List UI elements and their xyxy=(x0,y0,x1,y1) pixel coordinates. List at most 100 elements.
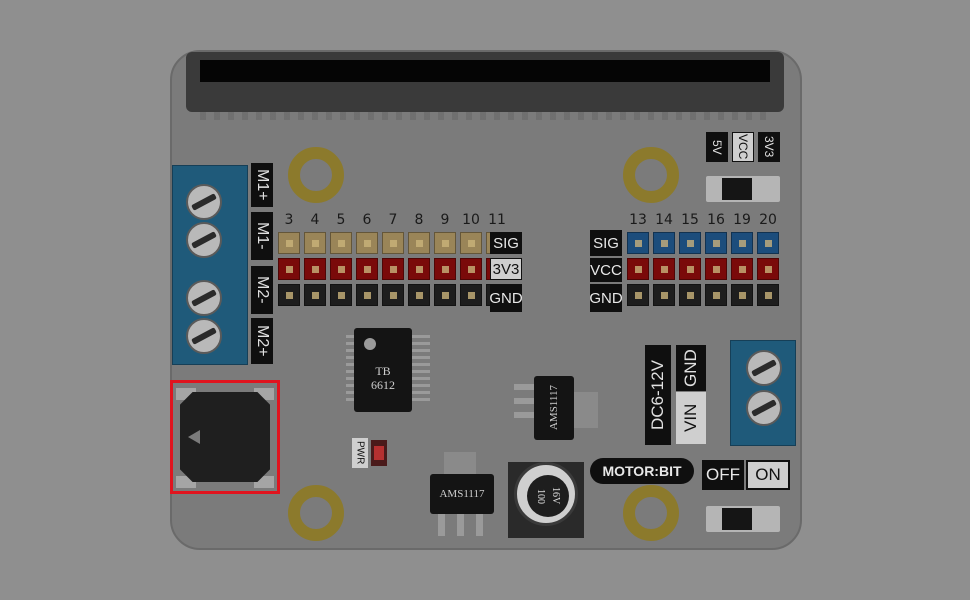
header-pin[interactable] xyxy=(460,258,482,280)
header-pin[interactable] xyxy=(731,284,753,306)
label-gnd-power: GND xyxy=(676,345,706,391)
header-pin[interactable] xyxy=(434,232,456,254)
regulator-right: AMS1117 xyxy=(534,376,574,440)
header-pin[interactable] xyxy=(731,232,753,254)
header-pin[interactable] xyxy=(330,258,352,280)
header-pin[interactable] xyxy=(627,284,649,306)
pin-number: 4 xyxy=(310,212,320,228)
header-pin[interactable] xyxy=(731,258,753,280)
pin-number: 19 xyxy=(733,212,751,228)
pwr-label: PWR xyxy=(352,438,368,468)
header-pin[interactable] xyxy=(278,284,300,306)
regulator-right-tab xyxy=(572,392,598,428)
pin-number: 5 xyxy=(336,212,346,228)
driver-chip-line2: 6612 xyxy=(371,378,395,392)
left-header-gnd-row xyxy=(278,284,508,306)
header-pin[interactable] xyxy=(382,232,404,254)
buzzer-highlight-box xyxy=(170,380,280,494)
motor-screw-m1-minus[interactable] xyxy=(186,222,222,258)
header-pin[interactable] xyxy=(408,284,430,306)
capacitor-voltage: 16V xyxy=(550,487,561,505)
header-pin[interactable] xyxy=(408,232,430,254)
pin-number: 3 xyxy=(284,212,294,228)
header-pin[interactable] xyxy=(627,258,649,280)
header-pin[interactable] xyxy=(627,232,649,254)
pin-number: 8 xyxy=(414,212,424,228)
motor-screw-m2-plus[interactable] xyxy=(186,318,222,354)
capacitor-top: 100 16V xyxy=(527,475,569,517)
motor-screw-m2-minus[interactable] xyxy=(186,280,222,316)
left-header-3v3-row xyxy=(278,258,508,280)
pin-number: 6 xyxy=(362,212,372,228)
voltage-select-knob[interactable] xyxy=(722,178,752,200)
pin-number: 15 xyxy=(681,212,699,228)
header-pin[interactable] xyxy=(757,232,779,254)
header-pin[interactable] xyxy=(653,232,675,254)
header-pin[interactable] xyxy=(434,258,456,280)
header-pin[interactable] xyxy=(460,284,482,306)
header-pin[interactable] xyxy=(653,284,675,306)
driver-chip-line1: TB xyxy=(375,364,391,378)
label-m2-minus: M2- xyxy=(251,266,273,314)
power-switch-knob[interactable] xyxy=(722,508,752,530)
header-pin[interactable] xyxy=(356,258,378,280)
pin-number: 11 xyxy=(488,212,506,228)
header-pin[interactable] xyxy=(460,232,482,254)
header-pin[interactable] xyxy=(278,232,300,254)
header-pin[interactable] xyxy=(653,258,675,280)
capacitor-value: 100 xyxy=(535,488,546,504)
header-pin[interactable] xyxy=(705,232,727,254)
mounting-hole-bottom-left xyxy=(287,484,345,542)
header-pin[interactable] xyxy=(382,284,404,306)
switch-label-on: ON xyxy=(746,460,790,490)
header-pin[interactable] xyxy=(679,258,701,280)
left-header-numbers: 3 4 5 6 7 8 9 10 11 xyxy=(278,212,508,228)
label-vin: VIN xyxy=(676,392,706,444)
left-tag-sig: SIG xyxy=(490,232,522,254)
pwr-led xyxy=(371,440,387,466)
header-pin[interactable] xyxy=(705,258,727,280)
header-pin[interactable] xyxy=(304,258,326,280)
pin-number: 20 xyxy=(759,212,777,228)
header-pin[interactable] xyxy=(757,284,779,306)
header-pin[interactable] xyxy=(356,284,378,306)
left-tag-gnd: GND xyxy=(489,284,523,312)
header-pin[interactable] xyxy=(304,284,326,306)
header-pin[interactable] xyxy=(382,258,404,280)
motor-screw-m1-plus[interactable] xyxy=(186,184,222,220)
label-m2-plus: M2+ xyxy=(251,318,273,364)
header-pin[interactable] xyxy=(705,284,727,306)
right-tag-sig: SIG xyxy=(590,230,622,256)
pin-number: 7 xyxy=(388,212,398,228)
mounting-hole-top-left xyxy=(287,146,345,204)
regulator-right-text: AMS1117 xyxy=(548,385,560,431)
header-pin[interactable] xyxy=(330,232,352,254)
edge-connector-teeth xyxy=(200,112,770,120)
header-pin[interactable] xyxy=(330,284,352,306)
right-header-numbers: 13 14 15 16 19 20 xyxy=(627,212,779,228)
label-m1-minus: M1- xyxy=(251,212,273,260)
regulator-bottom-text: AMS1117 xyxy=(439,488,485,500)
header-pin[interactable] xyxy=(356,232,378,254)
power-screw-vin[interactable] xyxy=(746,390,782,426)
chip-pin1-dot xyxy=(364,338,376,350)
right-header-gnd-row xyxy=(627,284,779,306)
header-pin[interactable] xyxy=(679,284,701,306)
left-tag-3v3: 3V3 xyxy=(490,258,522,280)
pwr-led-glow xyxy=(374,446,384,460)
header-pin[interactable] xyxy=(408,258,430,280)
pin-number: 10 xyxy=(462,212,480,228)
header-pin[interactable] xyxy=(278,258,300,280)
right-header-sig-row xyxy=(627,232,779,254)
header-pin[interactable] xyxy=(757,258,779,280)
driver-chip: TB 6612 xyxy=(354,328,412,412)
right-tag-gnd: GND xyxy=(589,284,623,312)
edge-connector-slot xyxy=(200,60,770,82)
power-screw-gnd[interactable] xyxy=(746,350,782,386)
pin-number: 9 xyxy=(440,212,450,228)
header-pin[interactable] xyxy=(304,232,326,254)
label-vcc-select: VCC xyxy=(732,132,754,162)
header-pin[interactable] xyxy=(679,232,701,254)
header-pin[interactable] xyxy=(434,284,456,306)
label-dc-range: DC6-12V xyxy=(645,345,671,445)
